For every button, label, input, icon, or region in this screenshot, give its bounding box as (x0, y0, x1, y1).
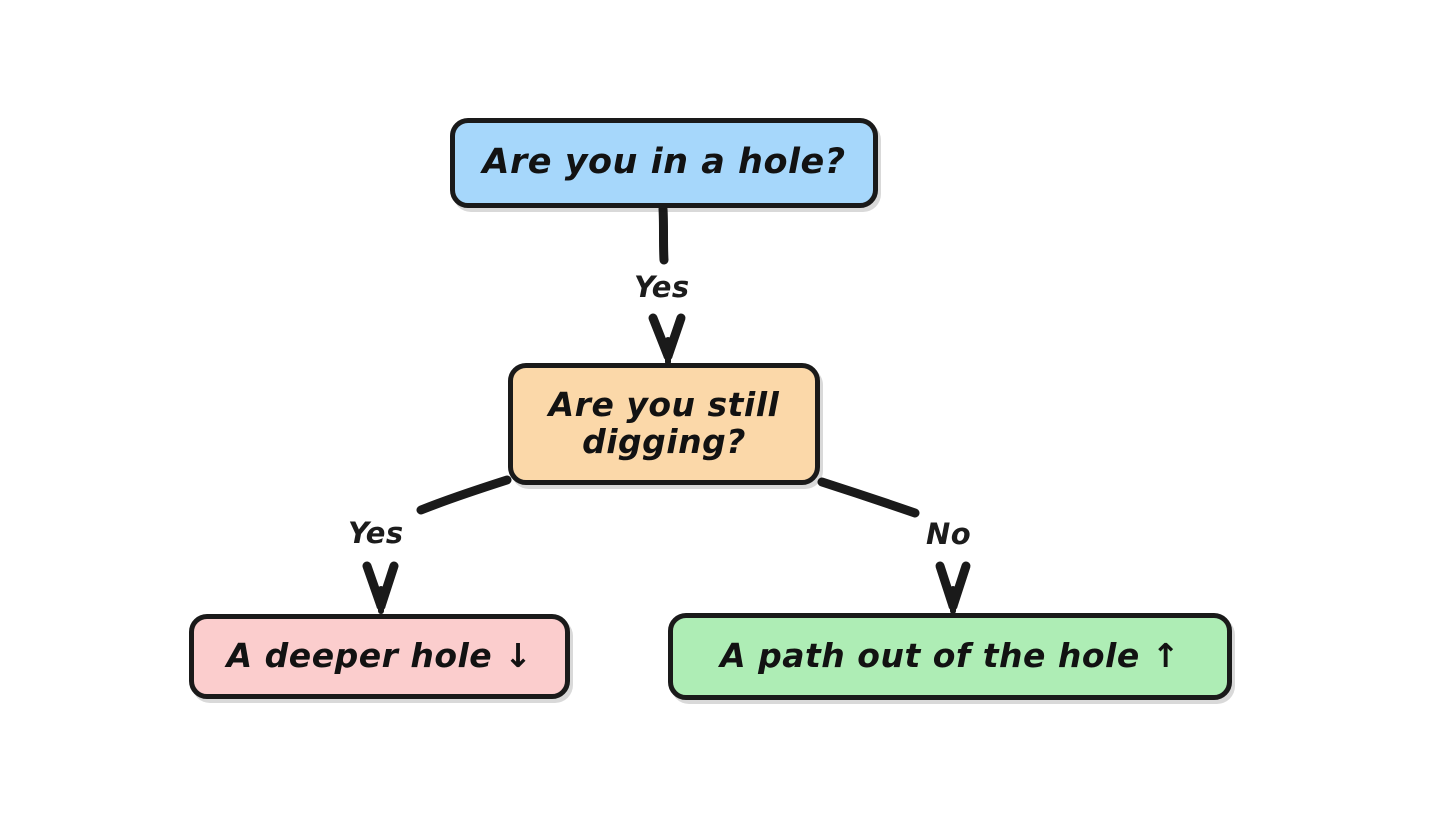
edge-line-digging-to-deeper (416, 475, 512, 515)
node-a-deeper-hole[interactable]: A deeper hole ↓ (189, 614, 570, 699)
edge-label-hole-to-digging: Yes (634, 270, 690, 304)
arrowhead-hole-to-digging (648, 313, 686, 365)
node-label-line-1: Are you still (548, 385, 780, 425)
node-a-path-out-of-the-hole[interactable]: A path out of the hole ↑ (668, 613, 1232, 700)
node-label: A path out of the hole ↑ (720, 636, 1180, 676)
node-label: A deeper hole ↓ (226, 636, 533, 676)
edge-line-hole-to-digging (658, 204, 669, 265)
node-are-you-in-a-hole[interactable]: Are you in a hole? (450, 118, 878, 208)
arrowhead-digging-to-path (935, 561, 971, 614)
edge-label-digging-to-path: No (926, 517, 972, 551)
node-label-line-2: digging? (582, 422, 746, 461)
node-label: Are you in a hole? (482, 142, 846, 183)
edge-line-digging-to-path (817, 477, 920, 518)
arrowhead-digging-to-deeper (362, 561, 399, 614)
edge-label-digging-to-deeper: Yes (348, 516, 404, 550)
